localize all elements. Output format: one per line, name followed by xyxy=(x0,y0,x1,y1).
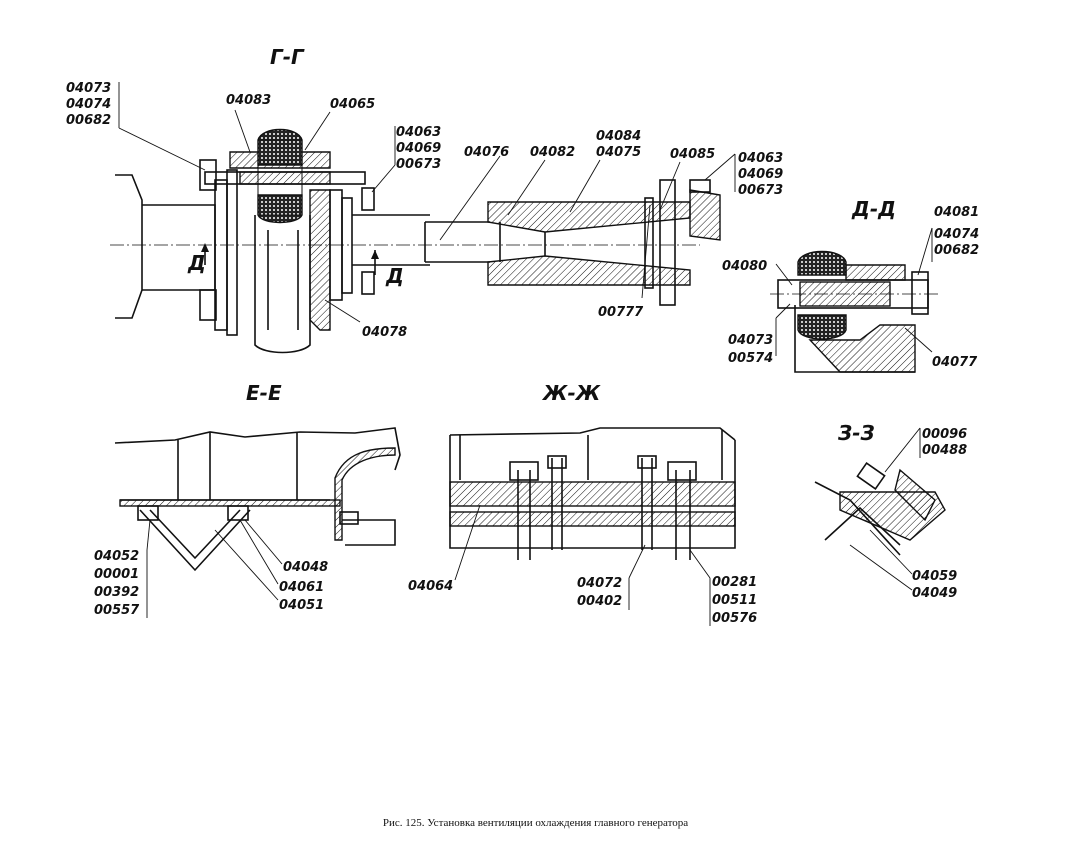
cut-marker-d-left: Д xyxy=(187,251,206,275)
part-number: 04072 xyxy=(577,576,622,591)
part-number: 04065 xyxy=(330,97,375,112)
part-number: 00096 xyxy=(922,427,967,442)
part-number: 04085 xyxy=(670,147,715,162)
section-title-zz: З-З xyxy=(837,421,875,445)
part-number: 00682 xyxy=(66,113,111,128)
view-zh-zh: Ж-Ж xyxy=(449,381,736,560)
view-g-g: Г-Г Д Д xyxy=(110,45,721,354)
part-number: 04084 xyxy=(596,129,641,144)
part-number: 04063 xyxy=(396,125,441,140)
section-title-dd: Д-Д xyxy=(851,197,896,221)
part-number: 00574 xyxy=(728,351,773,366)
part-number: 00392 xyxy=(94,585,139,600)
part-number: 00777 xyxy=(598,305,644,320)
part-number: 00557 xyxy=(94,603,140,618)
view-e-e: Е-Е xyxy=(114,381,401,572)
figure-caption: Рис. 125. Установка вентиляции охлаждени… xyxy=(382,817,689,829)
part-number: 04075 xyxy=(596,145,641,160)
part-number: 04063 xyxy=(738,151,783,166)
part-number: 00488 xyxy=(922,443,967,458)
part-number: 04074 xyxy=(934,227,979,242)
part-number: 04069 xyxy=(738,167,783,182)
part-number: 00673 xyxy=(396,157,441,172)
part-number: 04081 xyxy=(934,205,979,220)
part-number: 00511 xyxy=(712,593,757,608)
part-number: 04076 xyxy=(464,145,509,160)
part-number: 04078 xyxy=(362,325,407,340)
part-number: 04077 xyxy=(932,355,978,370)
view-d-d: Д-Д xyxy=(770,197,940,373)
part-number: 04051 xyxy=(279,598,324,613)
section-title-ee: Е-Е xyxy=(246,381,282,405)
part-number: 00576 xyxy=(712,611,757,626)
part-number: 04048 xyxy=(283,560,328,575)
part-number: 04059 xyxy=(912,569,957,584)
cut-marker-d-right: Д xyxy=(385,264,404,288)
part-number: 00673 xyxy=(738,183,783,198)
section-title-gg: Г-Г xyxy=(270,45,305,69)
part-number: 00281 xyxy=(712,575,757,590)
view-z-z: З-З xyxy=(814,421,946,556)
part-number: 04061 xyxy=(279,580,324,595)
part-number: 04083 xyxy=(226,93,271,108)
leader-lines xyxy=(118,82,933,626)
section-title-zhzh: Ж-Ж xyxy=(541,381,601,405)
part-number: 00682 xyxy=(934,243,979,258)
part-number: 04064 xyxy=(408,579,453,594)
part-number: 00001 xyxy=(94,567,139,582)
part-number: 04073 xyxy=(66,81,111,96)
part-number: 04073 xyxy=(728,333,773,348)
part-number: 04082 xyxy=(530,145,575,160)
part-number: 04052 xyxy=(94,549,139,564)
part-number: 04080 xyxy=(722,259,767,274)
part-number: 00402 xyxy=(577,594,622,609)
part-number: 04049 xyxy=(912,586,957,601)
part-number: 04074 xyxy=(66,97,111,112)
part-labels: 04073 04074 00682 04083 04065 04063 0406… xyxy=(66,81,979,626)
part-number: 04069 xyxy=(396,141,441,156)
